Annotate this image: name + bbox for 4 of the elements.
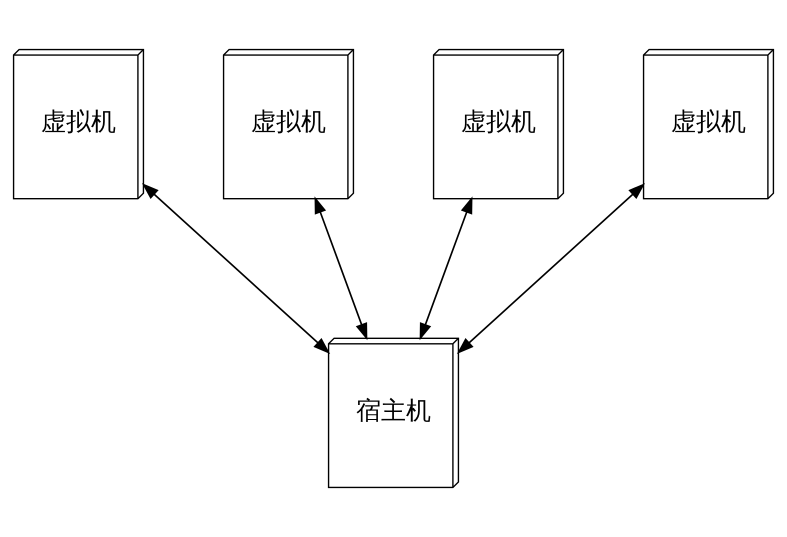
arrow: [420, 196, 472, 340]
arrow: [314, 196, 368, 340]
arrow: [142, 183, 330, 354]
arrow: [456, 183, 646, 354]
